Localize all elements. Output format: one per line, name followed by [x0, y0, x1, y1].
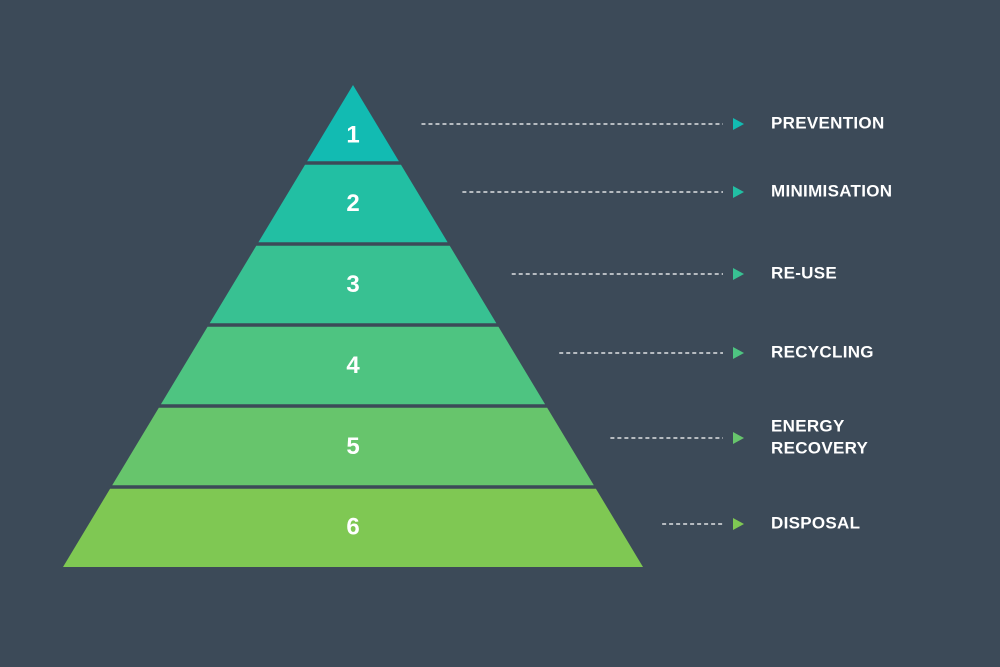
pyramid: 1 2 3 4 5 6 [63, 85, 643, 567]
arrow-icon [733, 347, 744, 359]
tier-label-4: RECYCLING [771, 342, 874, 361]
arrow-icon [733, 268, 744, 280]
tier-number-6: 6 [346, 513, 359, 540]
tier-number-1: 1 [346, 121, 359, 148]
arrow-icon [733, 118, 744, 130]
connectors [421, 118, 744, 530]
tier-label-1: PREVENTION [771, 113, 885, 132]
pyramid-tier-1 [307, 85, 399, 162]
tier-number-5: 5 [346, 433, 359, 460]
tier-number-2: 2 [346, 190, 359, 217]
arrow-icon [733, 518, 744, 530]
pyramid-tier-2 [258, 164, 448, 243]
tier-label-2: MINIMISATION [771, 181, 892, 200]
pyramid-tier-4 [160, 326, 546, 405]
tier-label-5: ENERGY [771, 416, 845, 435]
tier-number-4: 4 [346, 352, 360, 379]
tier-number-3: 3 [346, 271, 359, 298]
pyramid-tier-5 [112, 407, 594, 486]
pyramid-tier-3 [209, 245, 497, 324]
tier-label-3: RE-USE [771, 263, 837, 282]
tier-label-5: RECOVERY [771, 438, 869, 457]
tier-label-6: DISPOSAL [771, 513, 860, 532]
pyramid-tier-6 [63, 488, 643, 567]
arrow-icon [733, 432, 744, 444]
arrow-icon [733, 186, 744, 198]
tier-labels: PREVENTION MINIMISATION RE-USE RECYCLING ENE… [771, 113, 892, 532]
